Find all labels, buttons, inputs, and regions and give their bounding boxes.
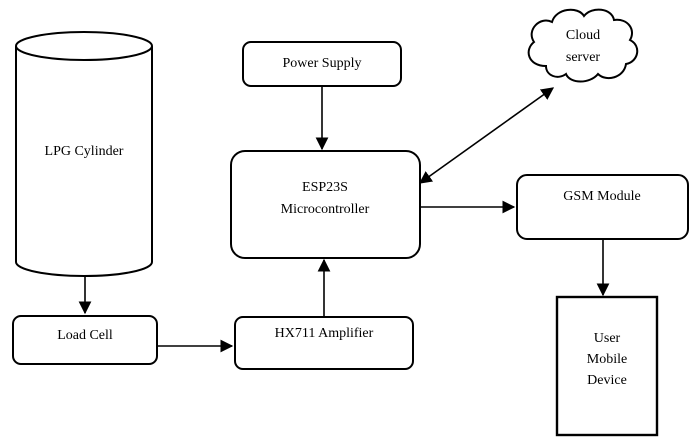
gsm-module-label: GSM Module xyxy=(563,189,640,204)
power-supply-label: Power Supply xyxy=(283,56,362,71)
lpg-cylinder-label: LPG Cylinder xyxy=(45,144,124,159)
esp-microcontroller-node: ESP23S Microcontroller xyxy=(230,150,421,259)
gsm-module-box xyxy=(516,174,689,240)
user-mobile-device-node: User Mobile Device xyxy=(555,295,659,437)
edge-esp-cloud-bidirectional xyxy=(418,87,555,184)
cloud-shape xyxy=(527,8,639,83)
power-supply-box xyxy=(242,41,402,87)
hx711-amplifier-label: HX711 Amplifier xyxy=(275,326,374,341)
esp-label-line2: Microcontroller xyxy=(281,202,370,217)
user-mobile-device-box xyxy=(555,295,659,437)
cylinder-shape xyxy=(15,31,153,277)
esp-label-line1: ESP23S xyxy=(302,180,348,195)
user-device-label-line2: Mobile xyxy=(587,352,627,367)
gsm-module-node: GSM Module xyxy=(516,174,689,240)
power-supply-node: Power Supply xyxy=(242,41,402,87)
cloud-server-label-line2: server xyxy=(566,50,601,65)
lpg-cylinder-node: LPG Cylinder xyxy=(15,31,153,277)
hx711-amplifier-box xyxy=(234,316,414,370)
esp-microcontroller-box xyxy=(230,150,421,259)
cloud-server-node: Cloud server xyxy=(527,8,639,83)
user-device-label-line3: Device xyxy=(587,373,627,388)
hx711-amplifier-node: HX711 Amplifier xyxy=(234,316,414,370)
user-device-label-line1: User xyxy=(594,331,621,346)
cloud-server-label-line1: Cloud xyxy=(566,28,600,43)
load-cell-node: Load Cell xyxy=(12,315,158,365)
load-cell-label: Load Cell xyxy=(57,328,113,343)
load-cell-box xyxy=(12,315,158,365)
edges xyxy=(78,86,610,353)
cylinder-top-rim xyxy=(15,45,153,61)
